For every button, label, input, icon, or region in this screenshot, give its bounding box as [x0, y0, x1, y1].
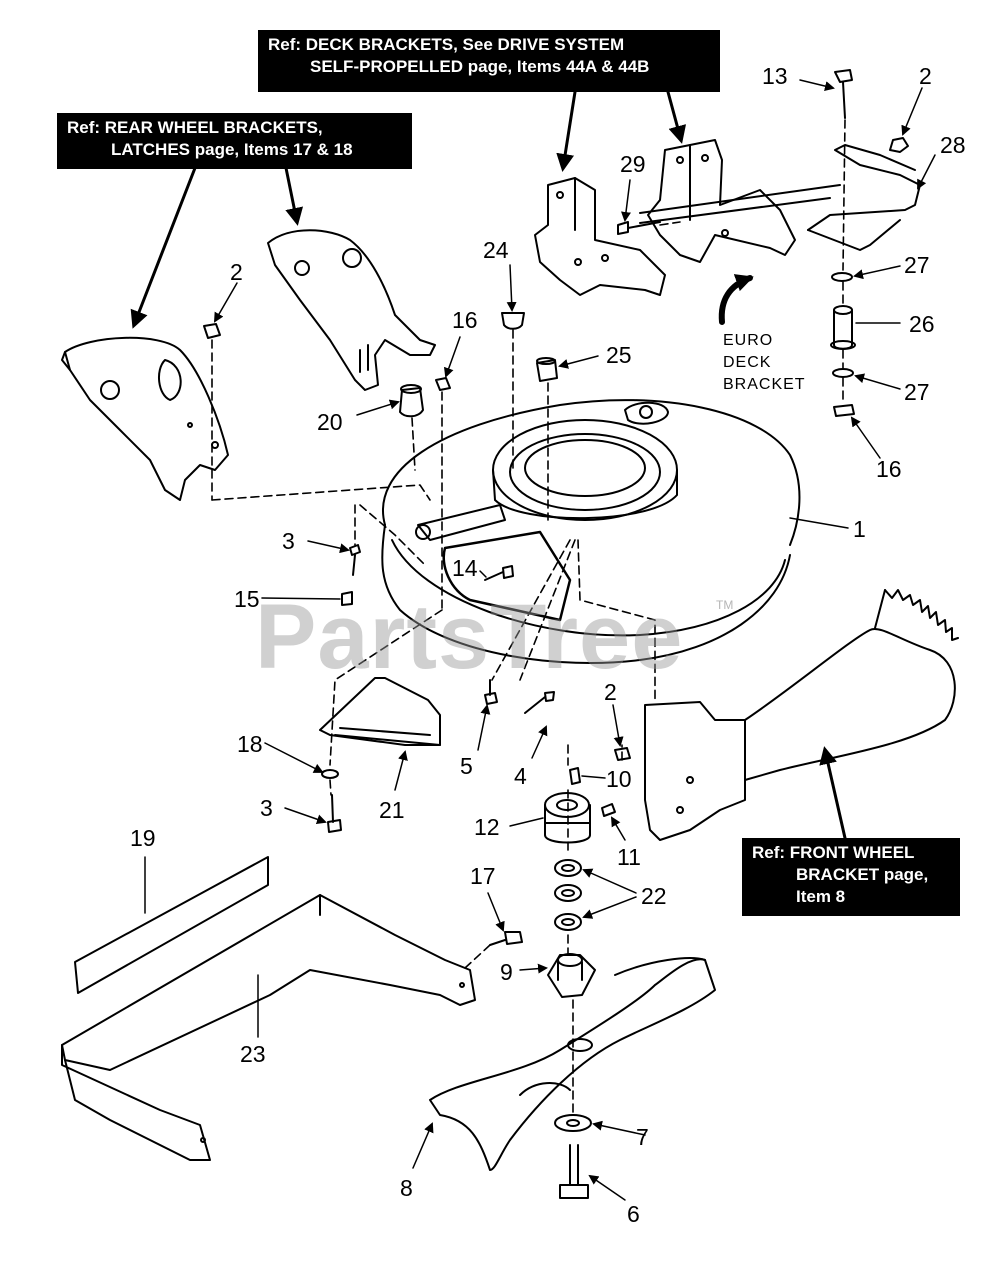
- ref-front-line3: Item 8: [796, 887, 846, 906]
- callout-12: 12: [474, 814, 500, 840]
- ref-box-deck-brackets: Ref: DECK BRACKETS, See DRIVE SYSTEM SEL…: [258, 30, 720, 92]
- callout-26: 26: [909, 311, 935, 337]
- callout-14: 14: [452, 555, 478, 581]
- callout-19: 19: [130, 825, 156, 851]
- callout-20: 20: [317, 409, 343, 435]
- front-wheel-bracket: [644, 589, 959, 841]
- ref-deck-line2: SELF-PROPELLED page, Items 44A & 44B: [310, 57, 650, 76]
- washer-15: [341, 591, 353, 606]
- callout-28: 28: [940, 132, 966, 158]
- nut-16-rear: [435, 377, 451, 391]
- callout-16: 16: [876, 456, 902, 482]
- callout-3: 3: [260, 795, 273, 821]
- ref-deck-line1: Ref: DECK BRACKETS, See DRIVE SYSTEM: [268, 35, 625, 54]
- bolt-11: [601, 803, 616, 817]
- callout-13: 13: [762, 63, 788, 89]
- nut-16-right: [833, 404, 855, 417]
- callout-5: 5: [460, 753, 473, 779]
- callout-22: 22: [641, 883, 667, 909]
- callout-1: 1: [853, 516, 866, 542]
- strip-19: [74, 856, 269, 994]
- callout-15: 15: [234, 586, 260, 612]
- washer-27-bottom: [832, 368, 854, 378]
- callout-11: 11: [617, 844, 641, 870]
- callout-27: 27: [904, 379, 930, 405]
- callout-23: 23: [240, 1041, 266, 1067]
- euro-note-line1: EURO: [723, 332, 774, 349]
- callout-29: 29: [620, 151, 646, 177]
- rear-wheel-bracket-left: [61, 336, 229, 501]
- callout-18: 18: [237, 731, 263, 757]
- callout-10: 10: [606, 766, 632, 792]
- callout-8: 8: [400, 1175, 413, 1201]
- bolt-17: [489, 931, 523, 946]
- plug-24: [501, 312, 525, 330]
- watermark: PartsTree: [255, 586, 684, 688]
- callout-2: 2: [919, 63, 932, 89]
- washer-7: [554, 1114, 592, 1132]
- spacer-26: [830, 305, 856, 350]
- rear-wheel-bracket-right: [267, 229, 436, 391]
- callout-7: 7: [636, 1124, 649, 1150]
- ref-box-rear-wheel: Ref: REAR WHEEL BRACKETS, LATCHES page, …: [57, 113, 412, 169]
- deck-bracket-left: [534, 177, 666, 296]
- pin-10: [569, 767, 581, 785]
- callout-2: 2: [604, 679, 617, 705]
- callout-17: 17: [470, 863, 496, 889]
- bolt-14: [484, 565, 514, 581]
- nut-2-top: [889, 137, 909, 153]
- ref-rear-line2: LATCHES page, Items 17 & 18: [111, 140, 353, 159]
- euro-note-line3: BRACKET: [723, 376, 806, 393]
- euro-note-line2: DECK: [723, 354, 772, 371]
- callout-25: 25: [606, 342, 632, 368]
- ref-front-line2: BRACKET page,: [796, 865, 929, 884]
- bolt-29: [617, 221, 661, 235]
- callout-16: 16: [452, 307, 478, 333]
- callout-4: 4: [514, 763, 527, 789]
- callout-6: 6: [627, 1201, 640, 1227]
- bolt-3-upper: [349, 544, 361, 576]
- plug-25: [536, 357, 558, 382]
- hub-9: [547, 953, 596, 998]
- trademark-mark: TM: [716, 598, 734, 612]
- blade-8: [429, 957, 716, 1171]
- callout-3: 3: [282, 528, 295, 554]
- euro-deck-bracket-note: EURO DECK BRACKET: [723, 330, 806, 396]
- washer-18: [321, 769, 339, 779]
- baffle-21: [319, 677, 441, 746]
- rear-skirt-23: [61, 894, 476, 1161]
- callout-21: 21: [379, 797, 405, 823]
- plug-20: [399, 384, 424, 418]
- bolt-6: [559, 1144, 589, 1199]
- nut-2-rear: [203, 323, 221, 339]
- callout-27: 27: [904, 252, 930, 278]
- callout-9: 9: [500, 959, 513, 985]
- washer-27-top: [831, 272, 853, 282]
- ref-front-line1: Ref: FRONT WHEEL: [752, 843, 915, 862]
- euro-deck-bracket: [639, 144, 921, 251]
- ref-rear-line1: Ref: REAR WHEEL BRACKETS,: [67, 118, 323, 137]
- mower-deck-housing: [381, 399, 801, 664]
- bolt-4: [524, 691, 555, 714]
- callout-2: 2: [230, 259, 243, 285]
- callout-24: 24: [483, 237, 509, 263]
- nut-2-front: [614, 747, 631, 761]
- bolt-5: [484, 679, 498, 705]
- deck-bracket-right: [647, 139, 796, 263]
- washers-22: [554, 859, 582, 931]
- bolt-13: [834, 69, 853, 119]
- ref-box-front-wheel: Ref: FRONT WHEEL BRACKET page, Item 8: [742, 838, 960, 916]
- bolt-3-lower: [327, 794, 342, 833]
